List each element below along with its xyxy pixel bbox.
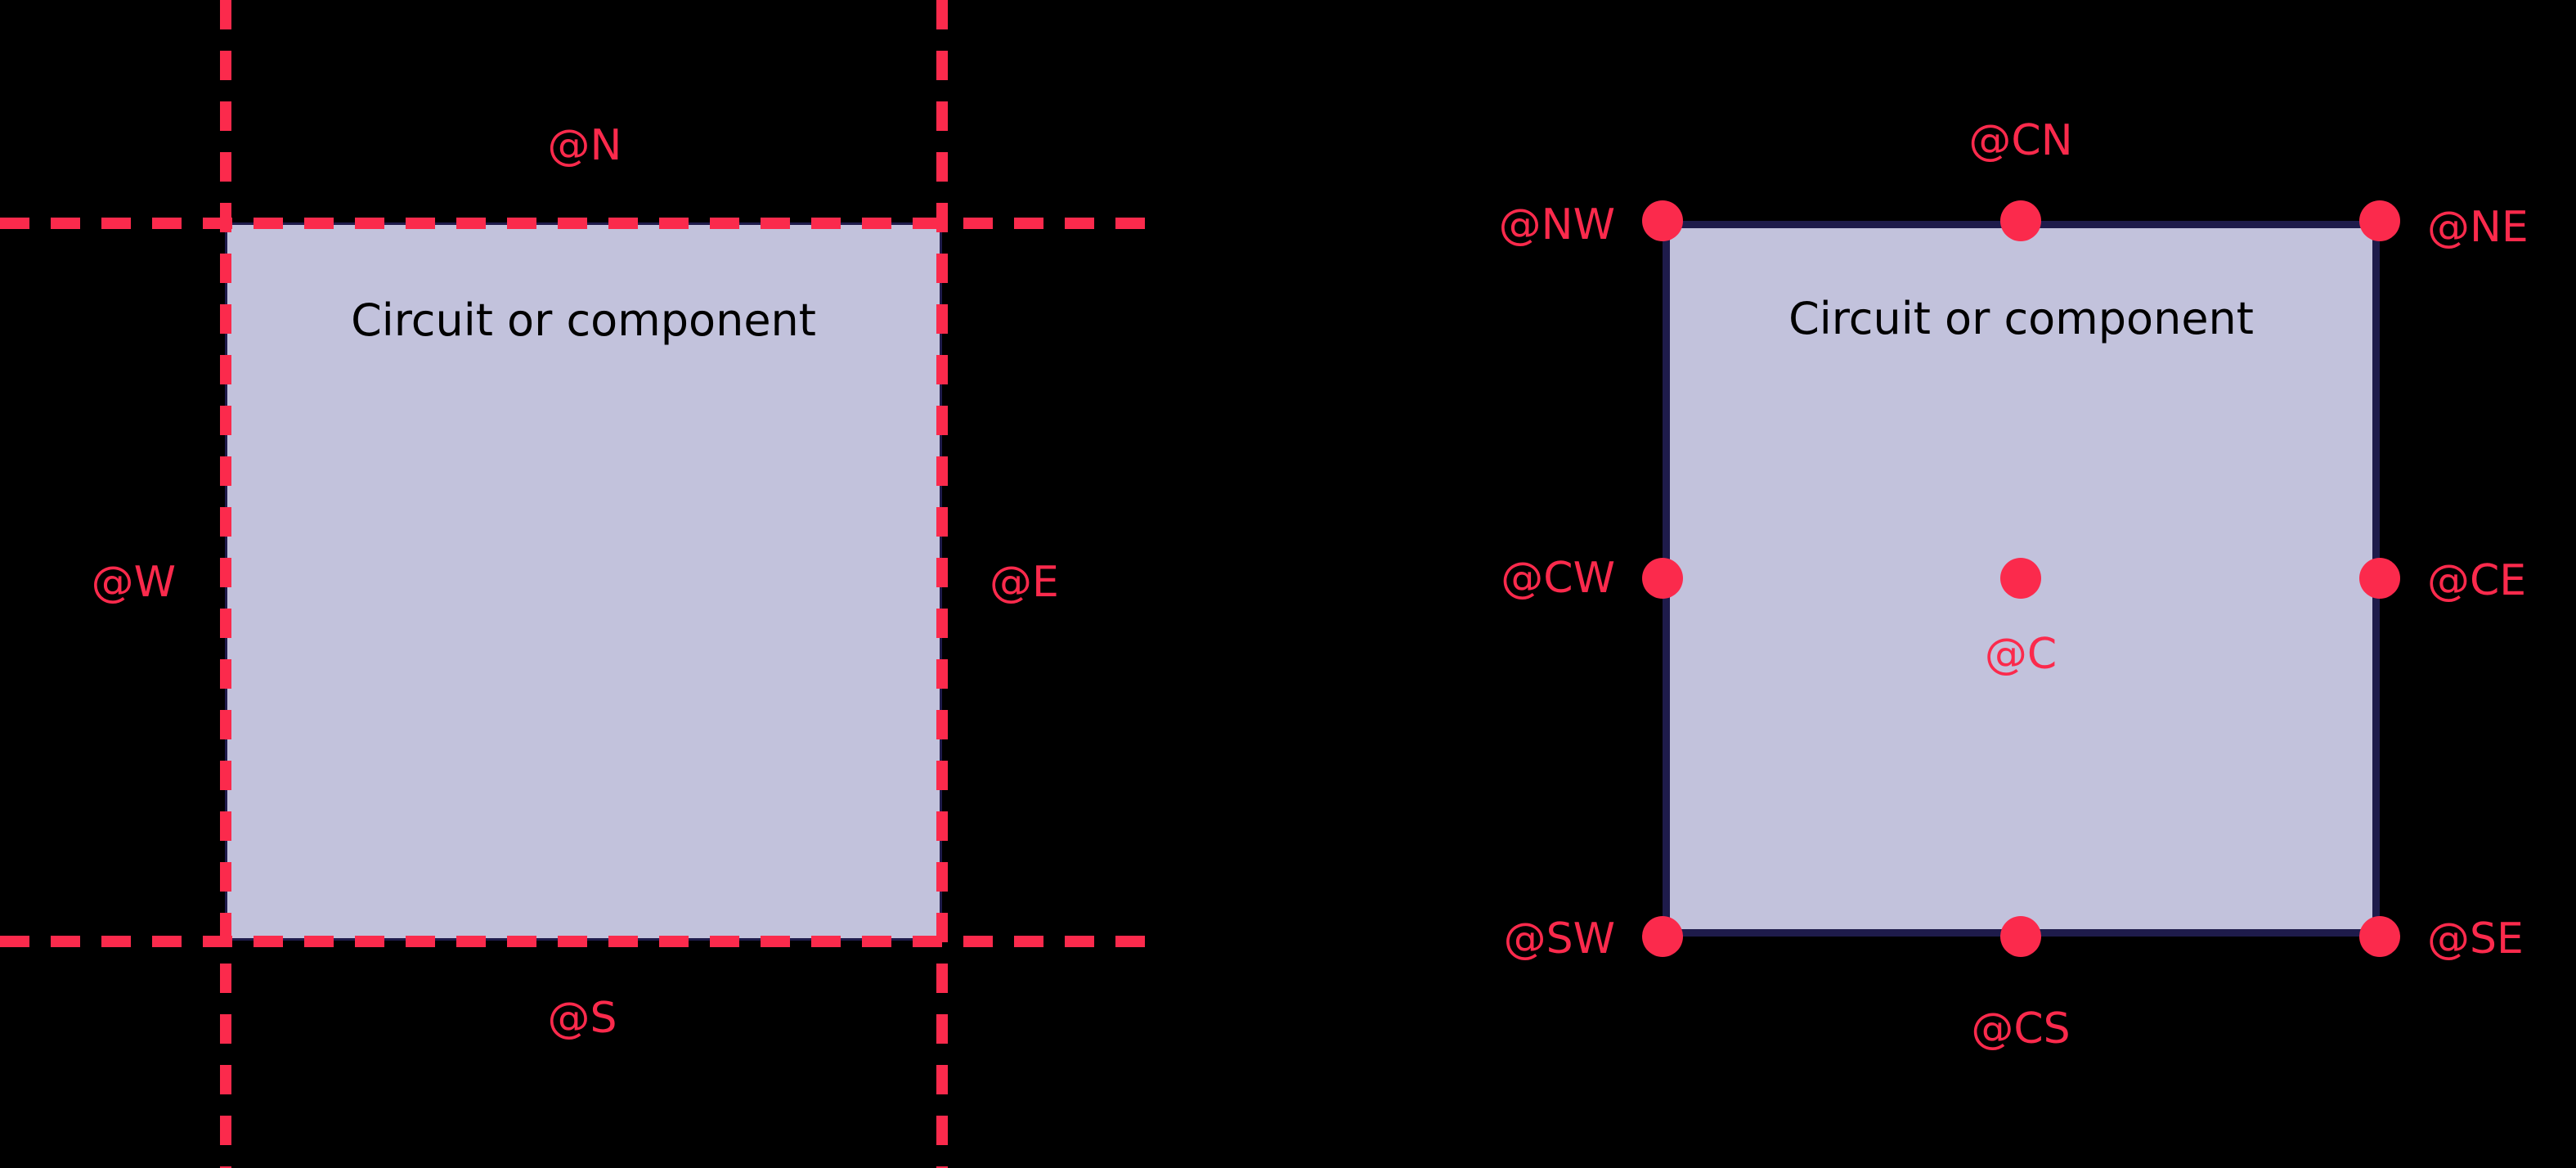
anchor-dot-se [2359, 916, 2400, 957]
anchor-dot-cw [1642, 558, 1683, 599]
anchor-dot-cs [2000, 916, 2041, 957]
anchor-label-cw: @CW [1501, 554, 1615, 603]
anchor-dot-sw [1642, 916, 1683, 957]
anchor-label-c: @C [1984, 630, 2058, 679]
anchor-label-cn: @CN [1968, 116, 2073, 165]
anchor-dot-ce [2359, 558, 2400, 599]
right-component-box-label: Circuit or component [1788, 293, 2254, 344]
anchor-label-ne: @NE [2427, 203, 2529, 252]
anchor-label-s: @S [547, 994, 617, 1043]
left-component-box-fill [225, 222, 942, 941]
north-guide-line [0, 218, 1163, 229]
west-guide-line [220, 0, 231, 1168]
anchor-label-ce: @CE [2427, 556, 2527, 605]
anchor-label-cs: @CS [1971, 1004, 2071, 1053]
anchor-label-e: @E [990, 558, 1059, 607]
east-guide-line [936, 0, 948, 1168]
anchor-dot-ne [2359, 200, 2400, 241]
anchor-dot-nw [1642, 200, 1683, 241]
anchor-dot-c [2000, 558, 2041, 599]
anchor-label-w: @W [91, 558, 176, 607]
anchor-label-se: @SE [2427, 914, 2524, 964]
south-guide-line [0, 936, 1163, 947]
anchor-label-sw: @SW [1503, 914, 1615, 964]
anchor-label-nw: @NW [1498, 200, 1615, 249]
left-component-box-label: Circuit or component [351, 294, 816, 346]
anchor-label-n: @N [547, 121, 622, 170]
anchor-dot-cn [2000, 200, 2041, 241]
